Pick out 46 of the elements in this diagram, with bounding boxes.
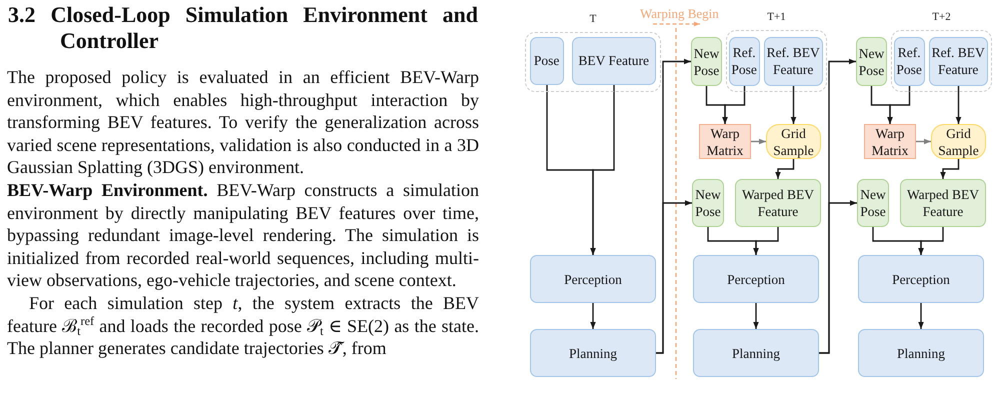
group-label: T+1 [767, 11, 786, 24]
process-box: Warp Matrix [699, 124, 751, 159]
group-label: T [590, 13, 596, 26]
connector-arrow [775, 159, 794, 179]
connector-arrow [916, 138, 931, 144]
paragraph: The proposed policy is evaluated in an efficient BEV-Warp environment, which enables high-throughput interaction by transforming BEV features. To verify the generalization across varied scene representations, validation is also conducted in a 3D Gaussian Splatting (3DGS) environment. [7, 66, 479, 179]
process-box: New Pose [691, 37, 722, 86]
process-box: Pose [530, 36, 564, 85]
process-box: New Pose [857, 179, 889, 227]
paragraph: For each simulation step t, the system extracts the BEV feature ℬ$_{t}$$^{ref}$ and loads the recorded pose 𝒫$_{t}$ ∈ SE(2) as the state. The planner generates candidate trajectories 𝒯̂, from [7, 292, 479, 360]
connector-arrow [590, 85, 615, 255]
connector-arrow [918, 303, 924, 329]
connector-arrow [918, 227, 944, 255]
process-box: Planning [858, 329, 984, 377]
process-box: Perception [858, 255, 984, 303]
connector-arrow [656, 200, 692, 354]
section-heading: 3.2 Closed-Loop Simulation Environment and Controller [8, 2, 478, 54]
connector-arrow [940, 159, 960, 179]
paragraph: BEV-Warp Environment. BEV-Warp constructs a simulation environment by directly manipulating BEV features over time, bypassing redundant image-level rendering. The simulation is initialized from recorded real-world sequences, including multi-view observations, ego-vehicle trajectories, and scene context. [7, 178, 479, 292]
process-box: Ref. BEV Feature [928, 36, 988, 86]
connector-arrow [819, 200, 857, 354]
connector-arrow [722, 86, 746, 124]
process-box: Planning [693, 329, 819, 377]
process-box: Warped BEV Feature [735, 179, 821, 227]
process-box: New Pose [692, 179, 724, 227]
connector-arrow [956, 86, 962, 124]
process-box: BEV Feature [572, 36, 656, 85]
connector-arrow [790, 86, 796, 124]
process-box: New Pose [856, 37, 887, 86]
process-box: Planning [530, 329, 656, 377]
phase-label: Warping Begin [640, 6, 719, 21]
connector-arrow [753, 227, 779, 255]
process-box: Warp Matrix [864, 124, 916, 159]
connector-arrow [751, 138, 766, 144]
process-box: Grid Sample [766, 124, 821, 159]
group-label: T+2 [932, 11, 951, 24]
process-box: Ref. Pose [894, 36, 925, 86]
connector-arrow [887, 86, 910, 124]
connector-arrow [590, 303, 596, 329]
process-box: Perception [693, 255, 819, 303]
process-box: Ref. BEV Feature [764, 36, 823, 86]
process-box: Perception [530, 255, 656, 303]
process-box: Ref. Pose [728, 36, 760, 86]
process-box: Grid Sample [931, 124, 986, 159]
connector-arrow [753, 303, 759, 329]
process-box: Warped BEV Feature [900, 179, 986, 227]
